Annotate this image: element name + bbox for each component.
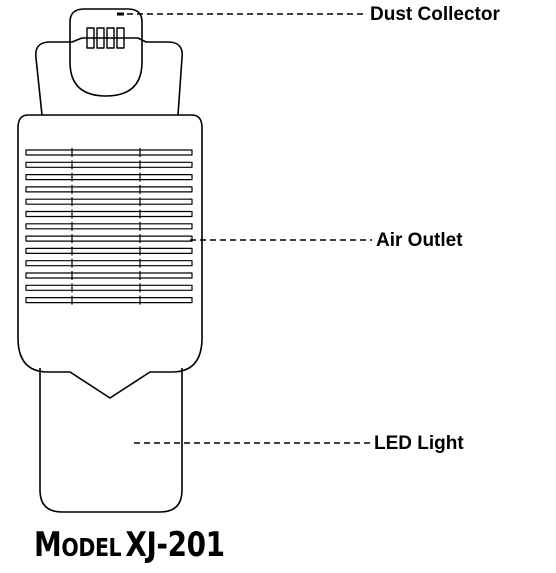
vent-slot bbox=[25, 284, 193, 291]
lower-housing bbox=[39, 368, 183, 513]
vent-slot bbox=[25, 149, 193, 156]
vent-slot bbox=[25, 223, 193, 230]
vent-slot bbox=[25, 247, 193, 254]
main-body bbox=[17, 114, 203, 399]
dust-collector-slots bbox=[86, 27, 125, 49]
dust-collector-clip bbox=[69, 8, 143, 97]
model-word-rest: ODEL bbox=[61, 533, 122, 562]
air-outlet-grille bbox=[25, 148, 193, 305]
vent-slot bbox=[25, 186, 193, 193]
vent-slot bbox=[25, 297, 193, 304]
model-first-letter: M bbox=[34, 525, 62, 565]
model-number: XJ-201 bbox=[125, 525, 225, 565]
air-outlet-label: Air Outlet bbox=[376, 230, 463, 251]
vent-slot bbox=[25, 210, 193, 218]
dust-collector-label: Dust Collector bbox=[370, 4, 500, 25]
model-name: MODEL XJ-201 bbox=[34, 528, 225, 562]
vent-slot bbox=[25, 198, 193, 205]
vent-slot bbox=[25, 161, 193, 168]
vent-slot bbox=[25, 235, 193, 242]
top-cap bbox=[34, 37, 184, 116]
led-light-label: LED Light bbox=[374, 433, 464, 454]
vent-slot bbox=[25, 272, 193, 279]
callout-lines bbox=[127, 13, 372, 444]
vent-slot bbox=[25, 260, 193, 267]
vent-slot bbox=[25, 174, 193, 181]
